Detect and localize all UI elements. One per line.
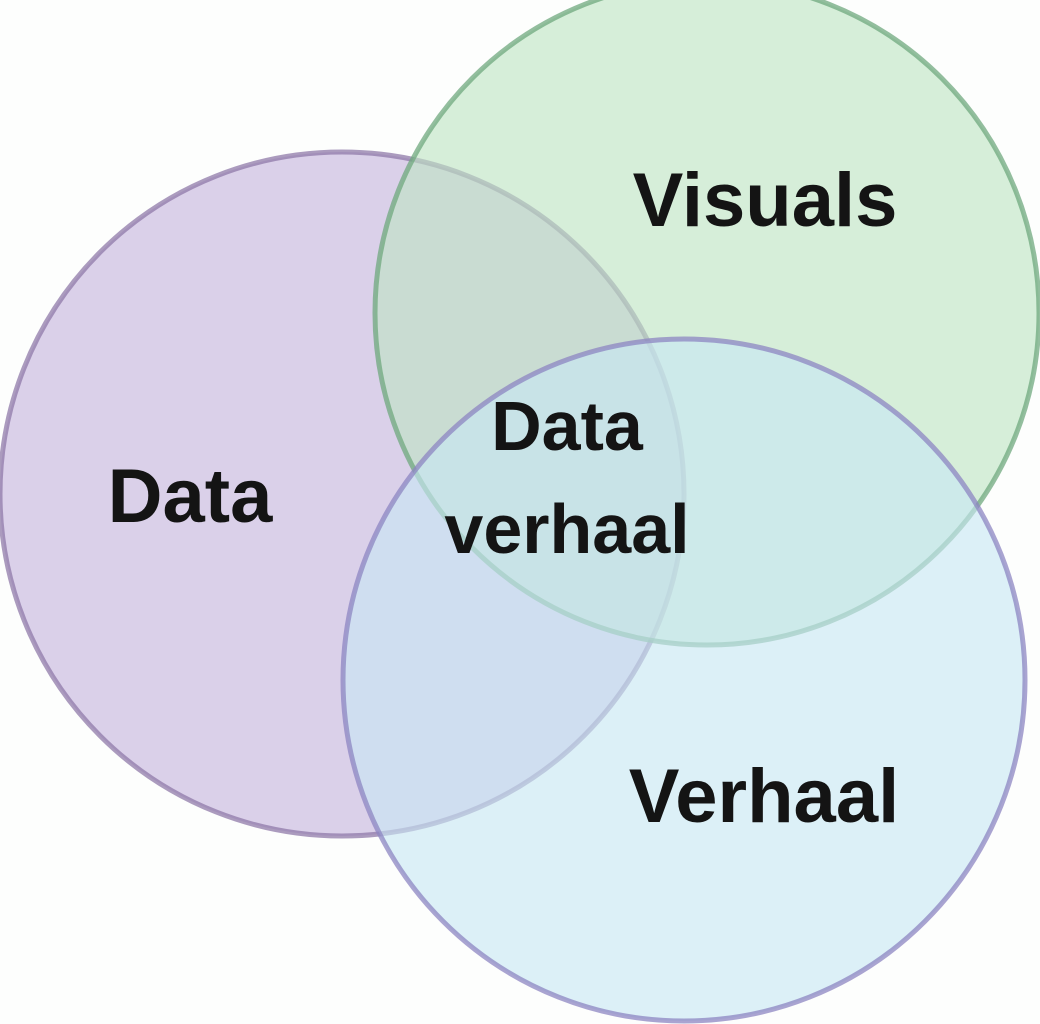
label-visuals: Visuals (633, 158, 898, 243)
circle-verhaal (340, 336, 1028, 1024)
label-verhaal: Verhaal (629, 754, 899, 839)
venn-labels: Data Visuals Verhaal Data verhaal (108, 158, 900, 839)
label-intersection-line1: Data (491, 387, 644, 465)
label-intersection-line2: verhaal (444, 490, 689, 568)
label-data: Data (108, 454, 273, 539)
